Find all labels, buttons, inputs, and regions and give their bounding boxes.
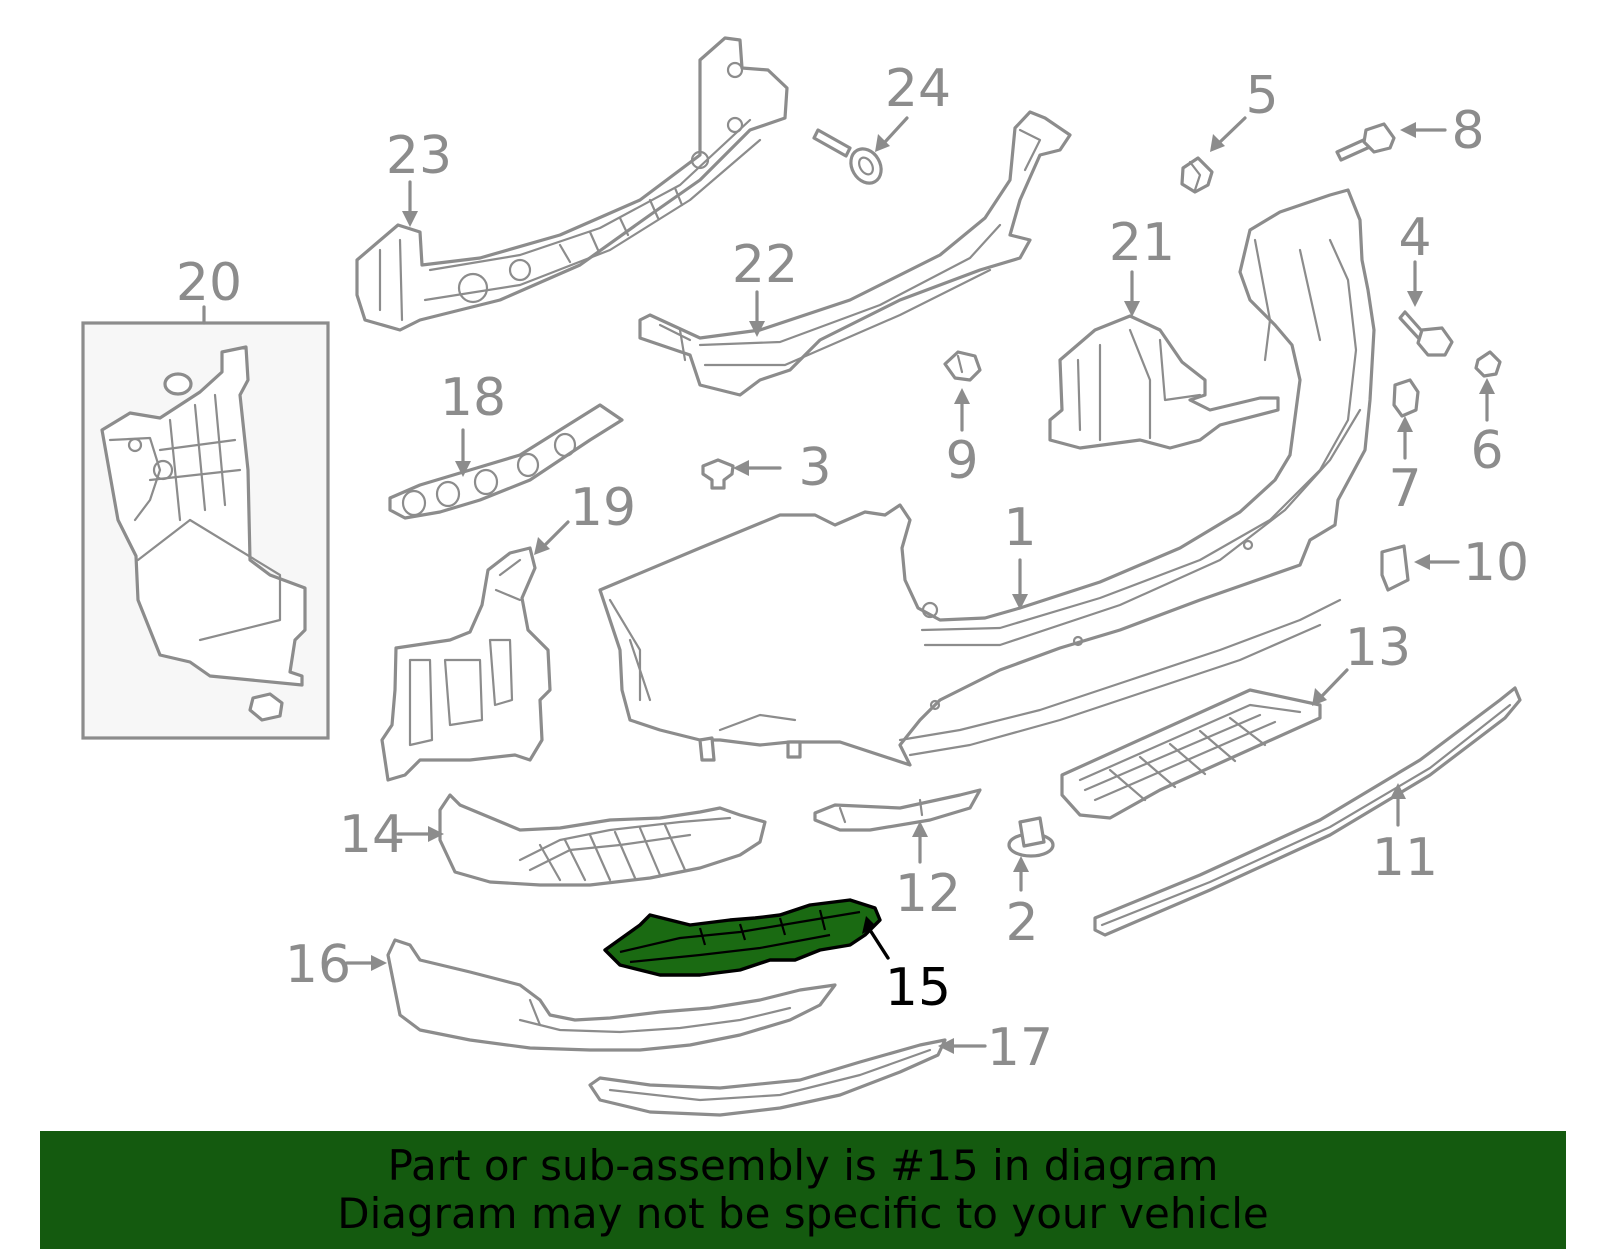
callout-24: 24 (885, 59, 951, 119)
part-11-strip (1093, 686, 1522, 937)
part-7-clip (1392, 378, 1420, 418)
part-21-bracket (1048, 314, 1280, 450)
part-23-reinforcement (355, 36, 789, 332)
part-1-bumper-cover (598, 188, 1376, 767)
callout-7: 7 (1388, 459, 1421, 519)
callout-22: 22 (732, 235, 798, 295)
part-2-fastener (1007, 816, 1055, 858)
part-14-grille (438, 793, 767, 887)
callout-8: 8 (1451, 101, 1484, 161)
callout-16: 16 (285, 935, 351, 995)
callout-2: 2 (1005, 893, 1038, 953)
part-22-absorber (638, 110, 1072, 397)
callout-12: 12 (895, 864, 961, 924)
callout-17: 17 (987, 1018, 1053, 1078)
callout-1: 1 (1003, 498, 1036, 558)
banner-line-1: Part or sub-assembly is #15 in diagram (387, 1141, 1219, 1190)
callout-labels: 1 2 3 4 5 6 7 8 9 10 11 12 13 14 15 16 1… (176, 59, 1529, 1078)
part-8-bolt (1335, 122, 1396, 162)
callout-23: 23 (386, 126, 452, 186)
leader-arrows (202, 116, 1495, 1054)
callout-20: 20 (176, 253, 242, 313)
callout-21: 21 (1109, 213, 1175, 273)
part-18-absorber (388, 403, 624, 520)
part-10-cap (1380, 544, 1410, 592)
part-24-tow-eye (812, 128, 883, 185)
part-6-clip (1474, 350, 1502, 378)
callout-11: 11 (1372, 828, 1438, 888)
part-3-grommet (701, 458, 735, 490)
callout-9: 9 (945, 431, 978, 491)
callout-6: 6 (1470, 421, 1503, 481)
part-13-lower-panel (1060, 688, 1322, 820)
callout-10: 10 (1463, 533, 1529, 593)
info-banner: Part or sub-assembly is #15 in diagram D… (40, 1131, 1566, 1249)
part-4-bolt (1398, 310, 1454, 357)
part-15-highlighted (603, 898, 882, 977)
part-5-clip (1180, 156, 1214, 194)
part-20-bracket (100, 345, 307, 722)
callout-4: 4 (1398, 208, 1431, 268)
part-9-clip (943, 350, 982, 382)
part-12-trim (813, 788, 982, 832)
part-19-side-bracket (380, 546, 552, 782)
callout-3: 3 (798, 438, 831, 498)
callout-18: 18 (440, 368, 506, 428)
banner-line-2: Diagram may not be specific to your vehi… (337, 1189, 1269, 1238)
callout-14: 14 (339, 805, 405, 865)
callout-13: 13 (1345, 618, 1411, 678)
callout-19: 19 (570, 478, 636, 538)
callout-15: 15 (885, 958, 951, 1018)
part-16-lower-trim (386, 938, 837, 1052)
callout-5: 5 (1245, 66, 1278, 126)
